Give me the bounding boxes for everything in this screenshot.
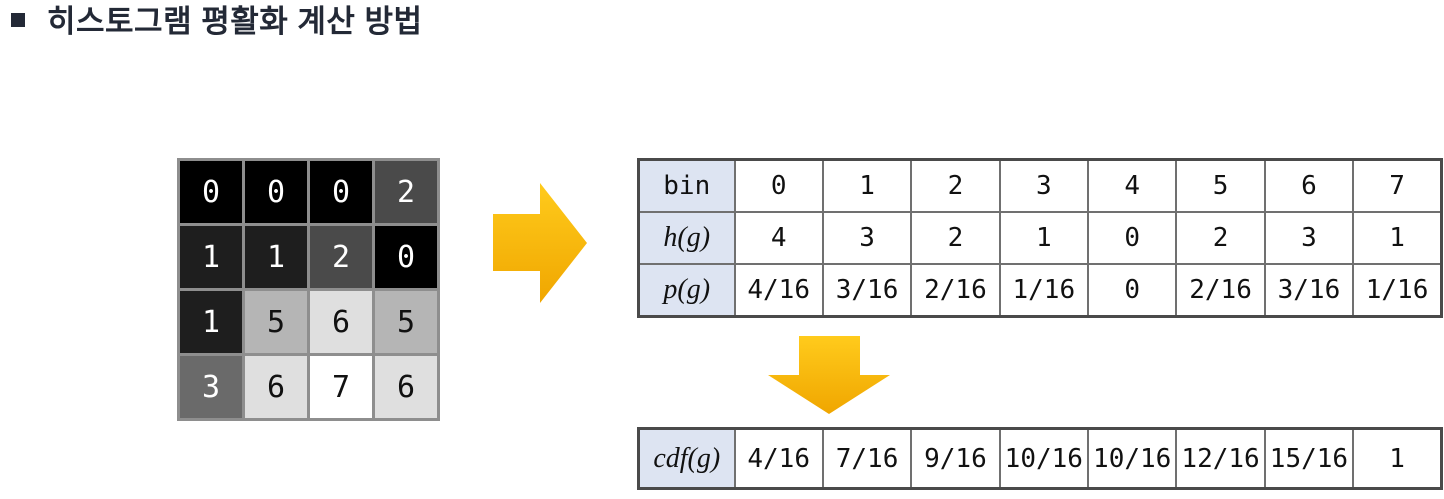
bin-cell: 0 (733, 158, 824, 213)
matrix-cell: 0 (375, 226, 437, 288)
matrix-cell: 0 (310, 161, 372, 223)
hg-cell: 1 (998, 211, 1090, 265)
matrix-cell: 6 (310, 291, 372, 353)
bin-cell: 7 (1352, 158, 1443, 213)
bin-row: bin 0 1 2 3 4 5 6 7 (637, 158, 1443, 213)
histogram-table: bin 0 1 2 3 4 5 6 7 h(g) 4 3 2 1 0 2 3 1… (637, 158, 1443, 318)
bin-cell: 2 (910, 158, 1001, 213)
cdf-cell: 1 (1352, 427, 1443, 490)
matrix-cell: 7 (310, 356, 372, 418)
hg-cell: 1 (1352, 211, 1443, 265)
hg-cell: 2 (1175, 211, 1266, 265)
matrix-cell: 3 (180, 356, 242, 418)
matrix-cell: 0 (245, 161, 307, 223)
row-label-hg: h(g) (637, 211, 736, 265)
bullet-square-icon (11, 13, 25, 27)
matrix-cell: 5 (245, 291, 307, 353)
cdf-cell: 15/16 (1263, 427, 1355, 490)
row-label-bin: bin (637, 158, 736, 213)
page-title: 히스토그램 평활화 계산 방법 (47, 4, 423, 39)
matrix-cell: 2 (310, 226, 372, 288)
cdf-cell: 10/16 (998, 427, 1090, 490)
row-label-pg: p(g) (637, 263, 736, 318)
pixel-matrix: 0 0 0 2 1 1 2 0 1 5 6 5 3 6 7 6 (177, 158, 440, 421)
row-label-cdf: cdf(g) (637, 427, 736, 490)
pg-row: p(g) 4/16 3/16 2/16 1/16 0 2/16 3/16 1/1… (637, 263, 1443, 318)
pg-cell: 3/16 (821, 263, 913, 318)
cdf-cell: 10/16 (1086, 427, 1178, 490)
matrix-cell: 2 (375, 161, 437, 223)
cdf-cell: 7/16 (821, 427, 913, 490)
pg-cell: 1/16 (998, 263, 1090, 318)
cdf-cell: 12/16 (1175, 427, 1266, 490)
matrix-cell: 1 (180, 291, 242, 353)
pg-cell: 1/16 (1352, 263, 1443, 318)
pg-cell: 2/16 (1175, 263, 1266, 318)
bin-cell: 1 (821, 158, 913, 213)
hg-cell: 2 (910, 211, 1001, 265)
matrix-cell: 0 (180, 161, 242, 223)
bin-cell: 5 (1175, 158, 1266, 213)
cdf-row: cdf(g) 4/16 7/16 9/16 10/16 10/16 12/16 … (637, 427, 1443, 490)
hg-cell: 4 (733, 211, 824, 265)
bin-cell: 3 (998, 158, 1090, 213)
matrix-cell: 1 (245, 226, 307, 288)
matrix-cell: 6 (375, 356, 437, 418)
pg-cell: 3/16 (1263, 263, 1355, 318)
hg-cell: 3 (1263, 211, 1355, 265)
matrix-cell: 6 (245, 356, 307, 418)
hg-row: h(g) 4 3 2 1 0 2 3 1 (637, 211, 1443, 265)
matrix-cell: 1 (180, 226, 242, 288)
matrix-cell: 5 (375, 291, 437, 353)
cdf-cell: 9/16 (910, 427, 1001, 490)
pg-cell: 4/16 (733, 263, 824, 318)
bin-cell: 6 (1263, 158, 1355, 213)
right-arrow-icon (493, 183, 587, 303)
cdf-cell: 4/16 (733, 427, 824, 490)
down-arrow-icon (768, 336, 890, 414)
pg-cell: 0 (1086, 263, 1178, 318)
pg-cell: 2/16 (910, 263, 1001, 318)
hg-cell: 0 (1086, 211, 1178, 265)
cdf-table: cdf(g) 4/16 7/16 9/16 10/16 10/16 12/16 … (637, 427, 1443, 490)
hg-cell: 3 (821, 211, 913, 265)
bin-cell: 4 (1086, 158, 1178, 213)
